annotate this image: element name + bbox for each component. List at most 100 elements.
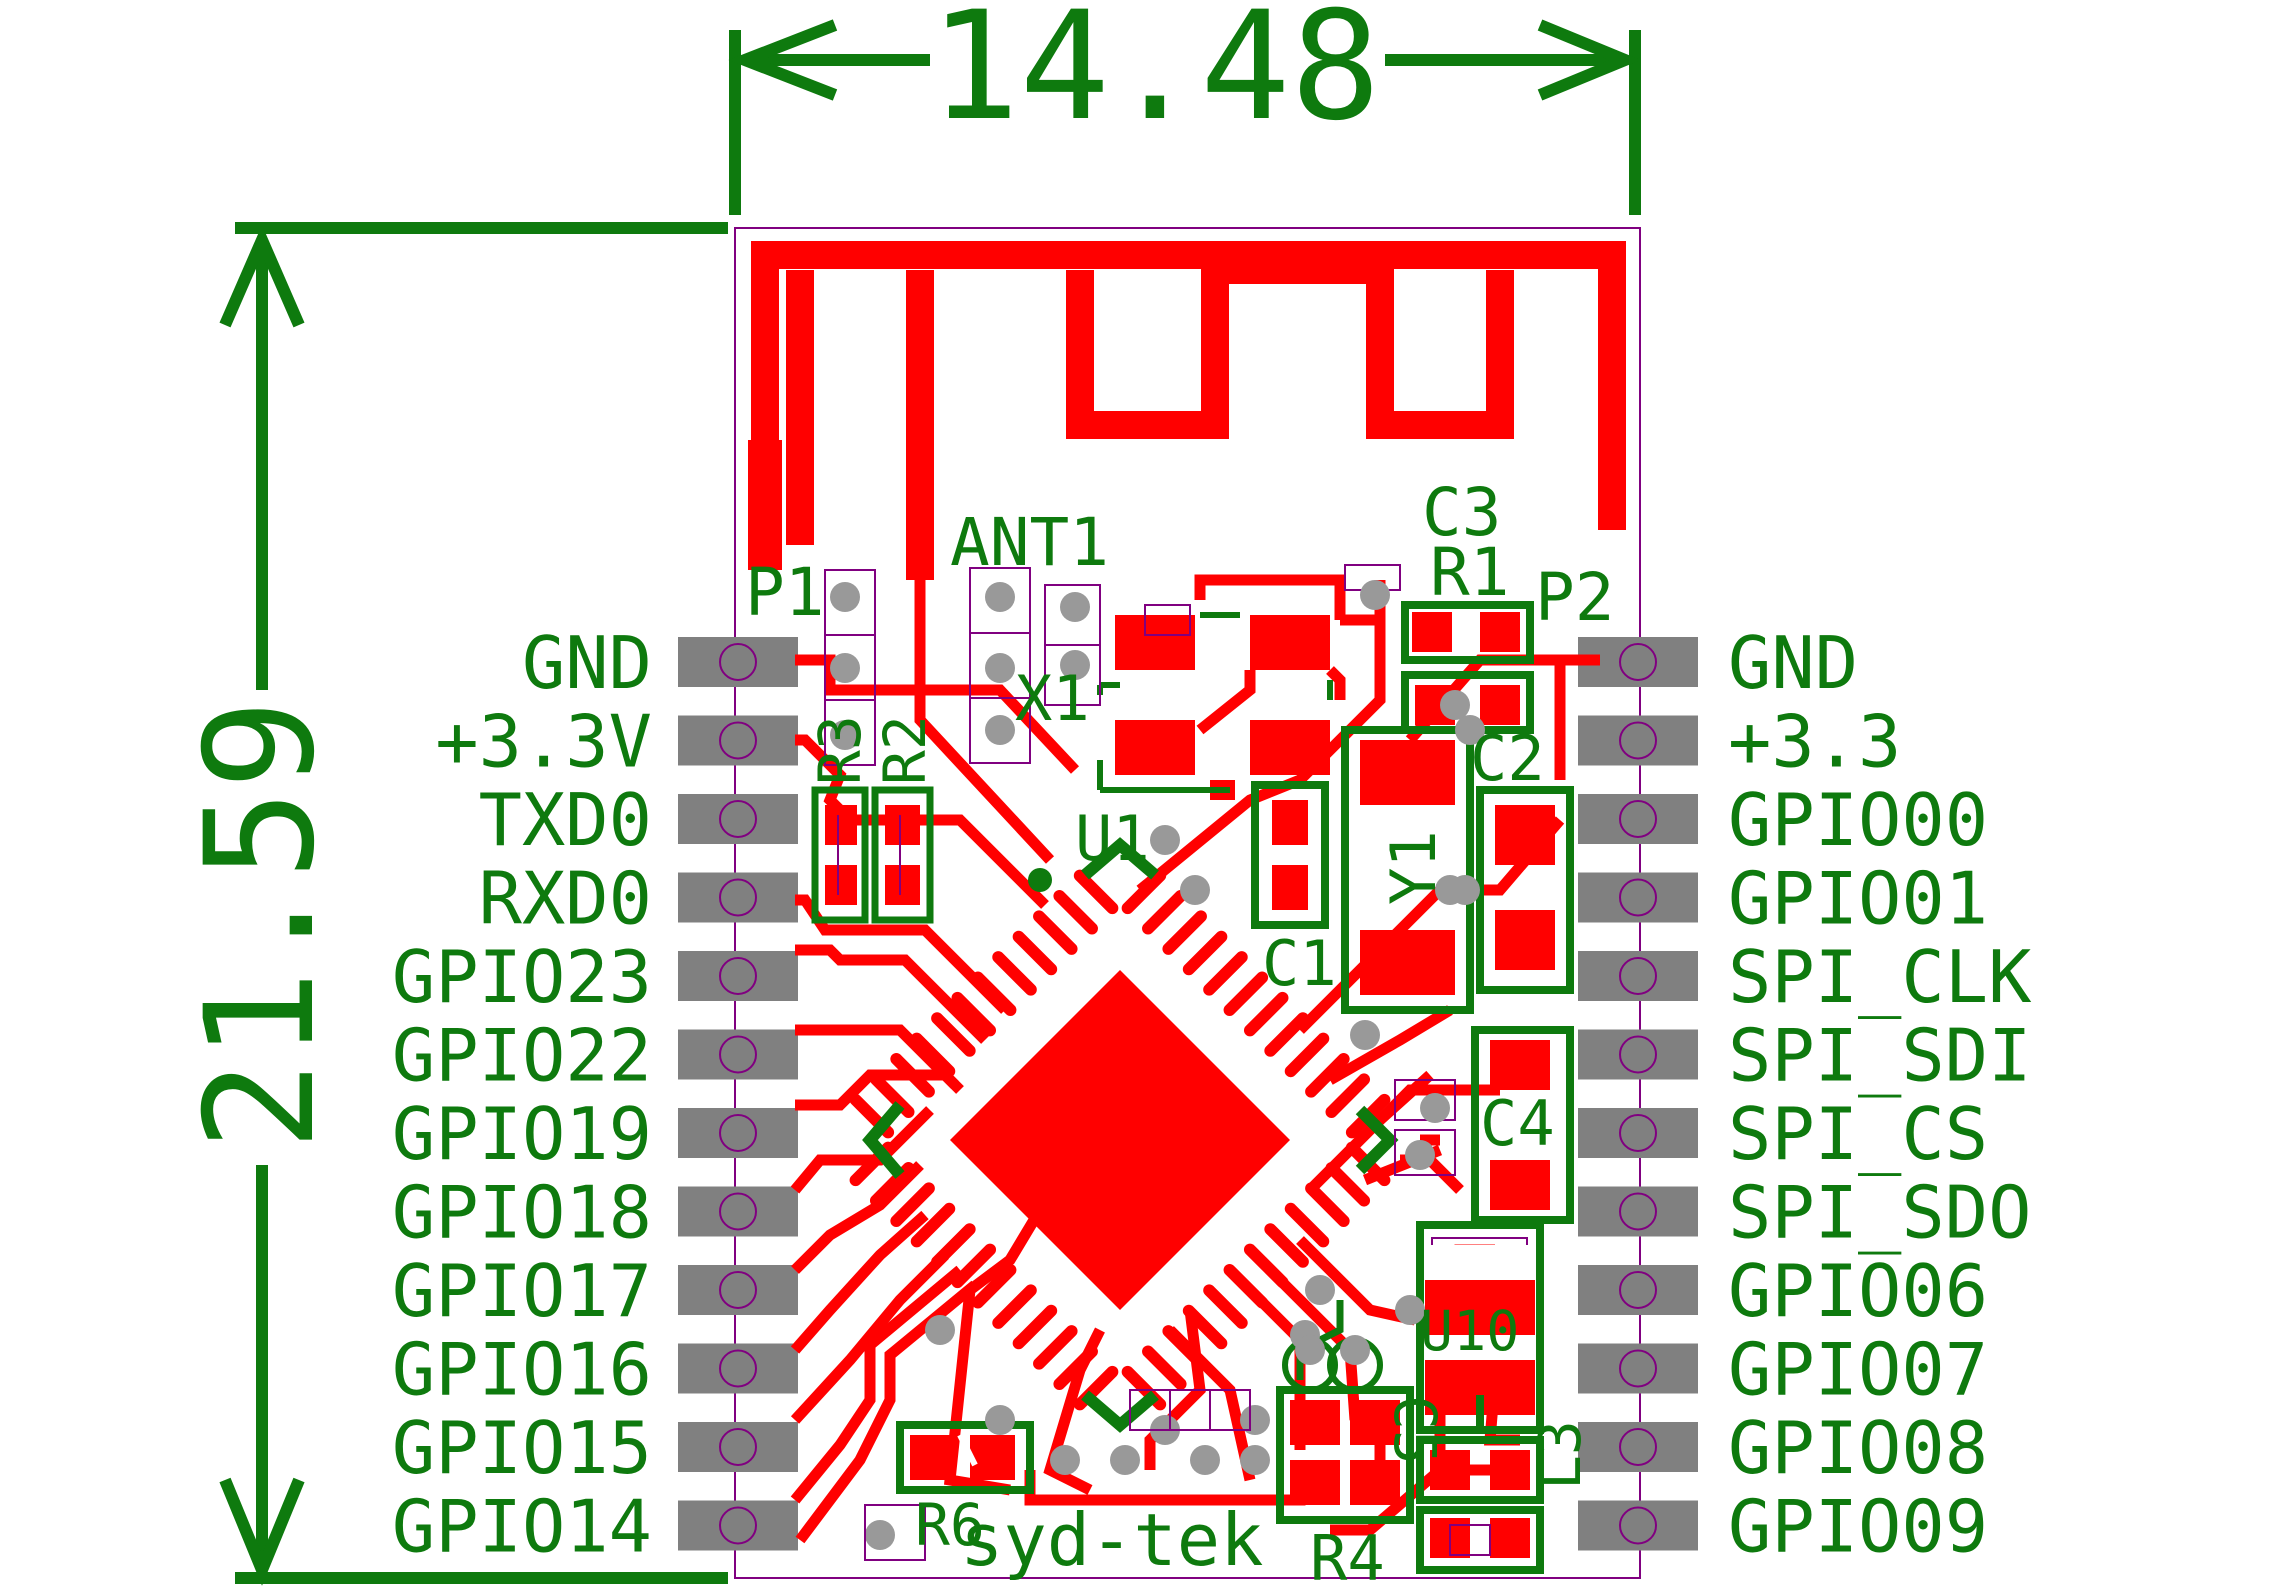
crystal-x1: [1097, 604, 1346, 800]
right-pad: [1578, 1108, 1698, 1158]
resistors-r3-r2: [811, 786, 934, 924]
via: [1240, 1445, 1270, 1475]
designator-l3: L3: [1526, 1420, 1594, 1490]
capacitor-c4: [1394, 1026, 1574, 1224]
left-pad: [678, 1500, 798, 1551]
chip-u1-pin: [1033, 910, 1078, 955]
right-pad: [1578, 794, 1698, 844]
via: [1060, 650, 1090, 680]
chip-u1-pin: [1264, 1223, 1309, 1268]
left-pad-hole: [719, 878, 757, 917]
chip-u1-pin: [1142, 889, 1187, 935]
right-pin-label: GPIO07: [1728, 1328, 1988, 1412]
designator-p2: P2: [1535, 559, 1614, 636]
designator-c4: C4: [1480, 1087, 1555, 1160]
chip-u1-corner-mark: [1081, 837, 1159, 880]
via: [1190, 1445, 1220, 1475]
left-pad: [678, 794, 798, 844]
chip-u1-pin: [1012, 1304, 1058, 1350]
left-pad-hole: [719, 643, 757, 681]
right-pad-row: [1578, 637, 1698, 1551]
crystal-y1: [1341, 726, 1474, 1014]
via: [1180, 875, 1210, 905]
right-pad: [1578, 872, 1698, 923]
via: [1440, 690, 1470, 720]
chip-u1-pin1-dot: [1028, 868, 1052, 892]
left-pin-label: GPIO19: [392, 1092, 652, 1176]
right-pad: [1578, 715, 1698, 766]
left-pad: [678, 715, 798, 766]
left-pad-hole: [719, 1035, 757, 1074]
left-pin-label: GPIO14: [392, 1485, 652, 1569]
left-pin-label: +3.3V: [435, 700, 652, 784]
chip-u1-pin: [1243, 1243, 1289, 1289]
designator-c1: C1: [1262, 927, 1337, 1000]
chip-u1-pin: [890, 1053, 935, 1098]
capacitor-c1: [1251, 781, 1329, 929]
right-pad-hole: [1619, 957, 1657, 995]
header-p1: [824, 569, 876, 766]
via: [1350, 1020, 1380, 1050]
via: [865, 1520, 895, 1550]
right-pin-label: GPIO08: [1728, 1406, 1988, 1490]
designator-r4: R4: [1310, 1522, 1385, 1592]
left-pad-hole: [719, 1271, 757, 1309]
right-pin-label: SPI_CS: [1728, 1092, 1988, 1176]
left-pad-row: [678, 637, 798, 1551]
passive-r6-left: [896, 1421, 1034, 1494]
right-pin-labels: GND+3.3GPIO00GPIO01SPI_CLKSPI_SDISPI_CSS…: [1728, 621, 2032, 1569]
designator-c2: C2: [1470, 722, 1545, 795]
via: [830, 582, 860, 612]
chip-u1-pin: [1284, 1032, 1330, 1078]
left-pad-hole: [719, 721, 757, 760]
via: [985, 582, 1015, 612]
designator-r3: R3: [806, 715, 874, 785]
designator-y1: Y1: [1377, 830, 1450, 905]
left-pad-hole: [719, 1114, 757, 1152]
right-pad-hole: [1619, 1035, 1657, 1074]
right-pin-label: SPI_SDI: [1728, 1014, 2031, 1098]
test-pad-outline: [1209, 1389, 1251, 1431]
header-ant1: [969, 567, 1101, 764]
chip-u1-pin: [910, 1032, 956, 1078]
chip-u1-pin: [1305, 1182, 1350, 1227]
chip-u1-corner-mark: [1355, 1105, 1399, 1175]
chip-u1-pin: [971, 1263, 1017, 1309]
passive-r4: [1276, 1300, 1414, 1524]
left-pad: [678, 1422, 798, 1472]
via: [1050, 1445, 1080, 1475]
chip-u1-pin: [910, 1202, 956, 1248]
left-pin-label: GPIO22: [392, 1014, 652, 1098]
chip-u1-corner-mark: [862, 1101, 905, 1179]
left-pin-label: TXD0: [479, 778, 652, 862]
designator-c5: C5: [1381, 1395, 1449, 1465]
left-pad: [678, 951, 798, 1001]
chip-u1-pin: [992, 951, 1037, 996]
chip-u1-pin: [1284, 1202, 1330, 1248]
left-pin-label: GND: [522, 621, 652, 705]
chip-u1-pin: [931, 1012, 976, 1057]
left-pad: [678, 872, 798, 923]
via: [1110, 1445, 1140, 1475]
right-pad-hole: [1619, 1506, 1657, 1545]
chip-u1-pin: [931, 1223, 976, 1268]
left-pad-hole: [719, 1428, 757, 1466]
via: [1405, 1140, 1435, 1170]
chip-u1-pin: [1182, 1304, 1228, 1350]
chip-u1-pin: [1305, 1053, 1350, 1098]
right-pad-hole: [1619, 878, 1657, 917]
left-pin-label: RXD0: [479, 857, 652, 941]
right-pad: [1578, 1186, 1698, 1237]
right-pin-label: GPIO09: [1728, 1485, 1988, 1569]
designator-ant1: ANT1: [950, 504, 1109, 581]
left-pad-hole: [719, 1506, 757, 1545]
designator-r1: R1: [1430, 534, 1509, 611]
chip-u1-pin: [1012, 930, 1058, 976]
right-pin-label: SPI_SDO: [1728, 1171, 2031, 1255]
chip-u1-pin: [951, 991, 997, 1037]
left-pad: [678, 1108, 798, 1158]
designator-c3: C3: [1422, 474, 1501, 551]
left-pad: [678, 637, 798, 687]
via: [1395, 1295, 1425, 1325]
antenna-feed: [748, 440, 782, 570]
